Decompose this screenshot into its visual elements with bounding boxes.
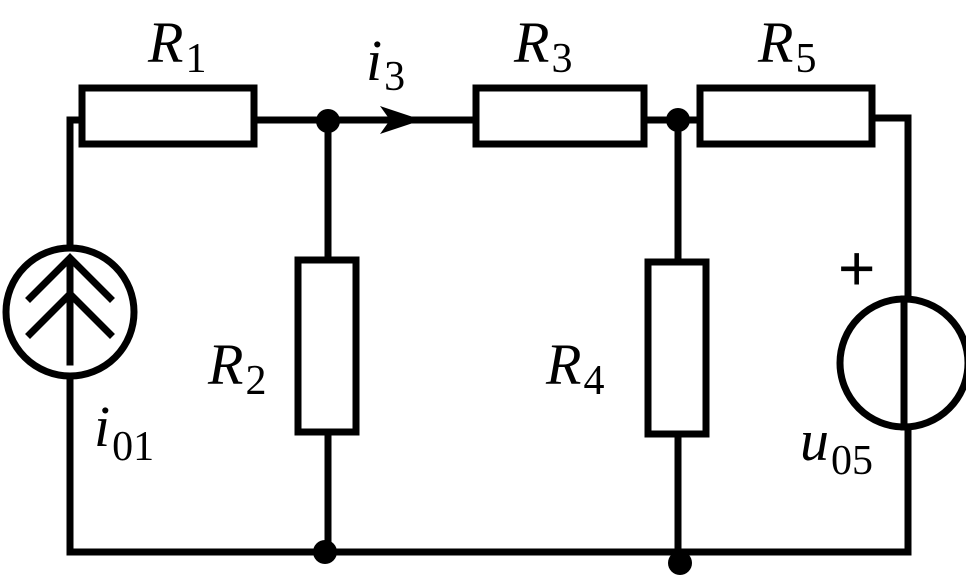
resistor-r1 xyxy=(78,84,258,148)
voltage-source-u05 xyxy=(836,295,966,431)
arrow-right-icon xyxy=(380,106,422,134)
label-r1: R1 xyxy=(147,10,206,82)
label-r4: R4 xyxy=(545,332,604,404)
resistor-r4 xyxy=(644,258,710,438)
chevron-up-icon xyxy=(25,253,115,303)
label-r5: R5 xyxy=(757,10,816,82)
junction-dot xyxy=(313,540,337,564)
junction-dot xyxy=(316,109,340,133)
resistor-r3 xyxy=(472,84,648,148)
label-i01: i01 xyxy=(94,394,154,470)
label-i3: i3 xyxy=(366,28,405,100)
plus-sign: + xyxy=(838,232,875,304)
label-r3: R3 xyxy=(513,10,572,82)
chevron-up-icon-2 xyxy=(25,289,115,339)
label-u05: u05 xyxy=(800,408,873,484)
wires xyxy=(66,114,912,556)
label-r2: R2 xyxy=(207,332,266,404)
junction-dot xyxy=(668,551,692,575)
junction-dot xyxy=(666,108,690,132)
resistor-r2 xyxy=(294,256,360,436)
current-source-i01 xyxy=(2,244,138,380)
resistor-r5 xyxy=(696,84,876,148)
